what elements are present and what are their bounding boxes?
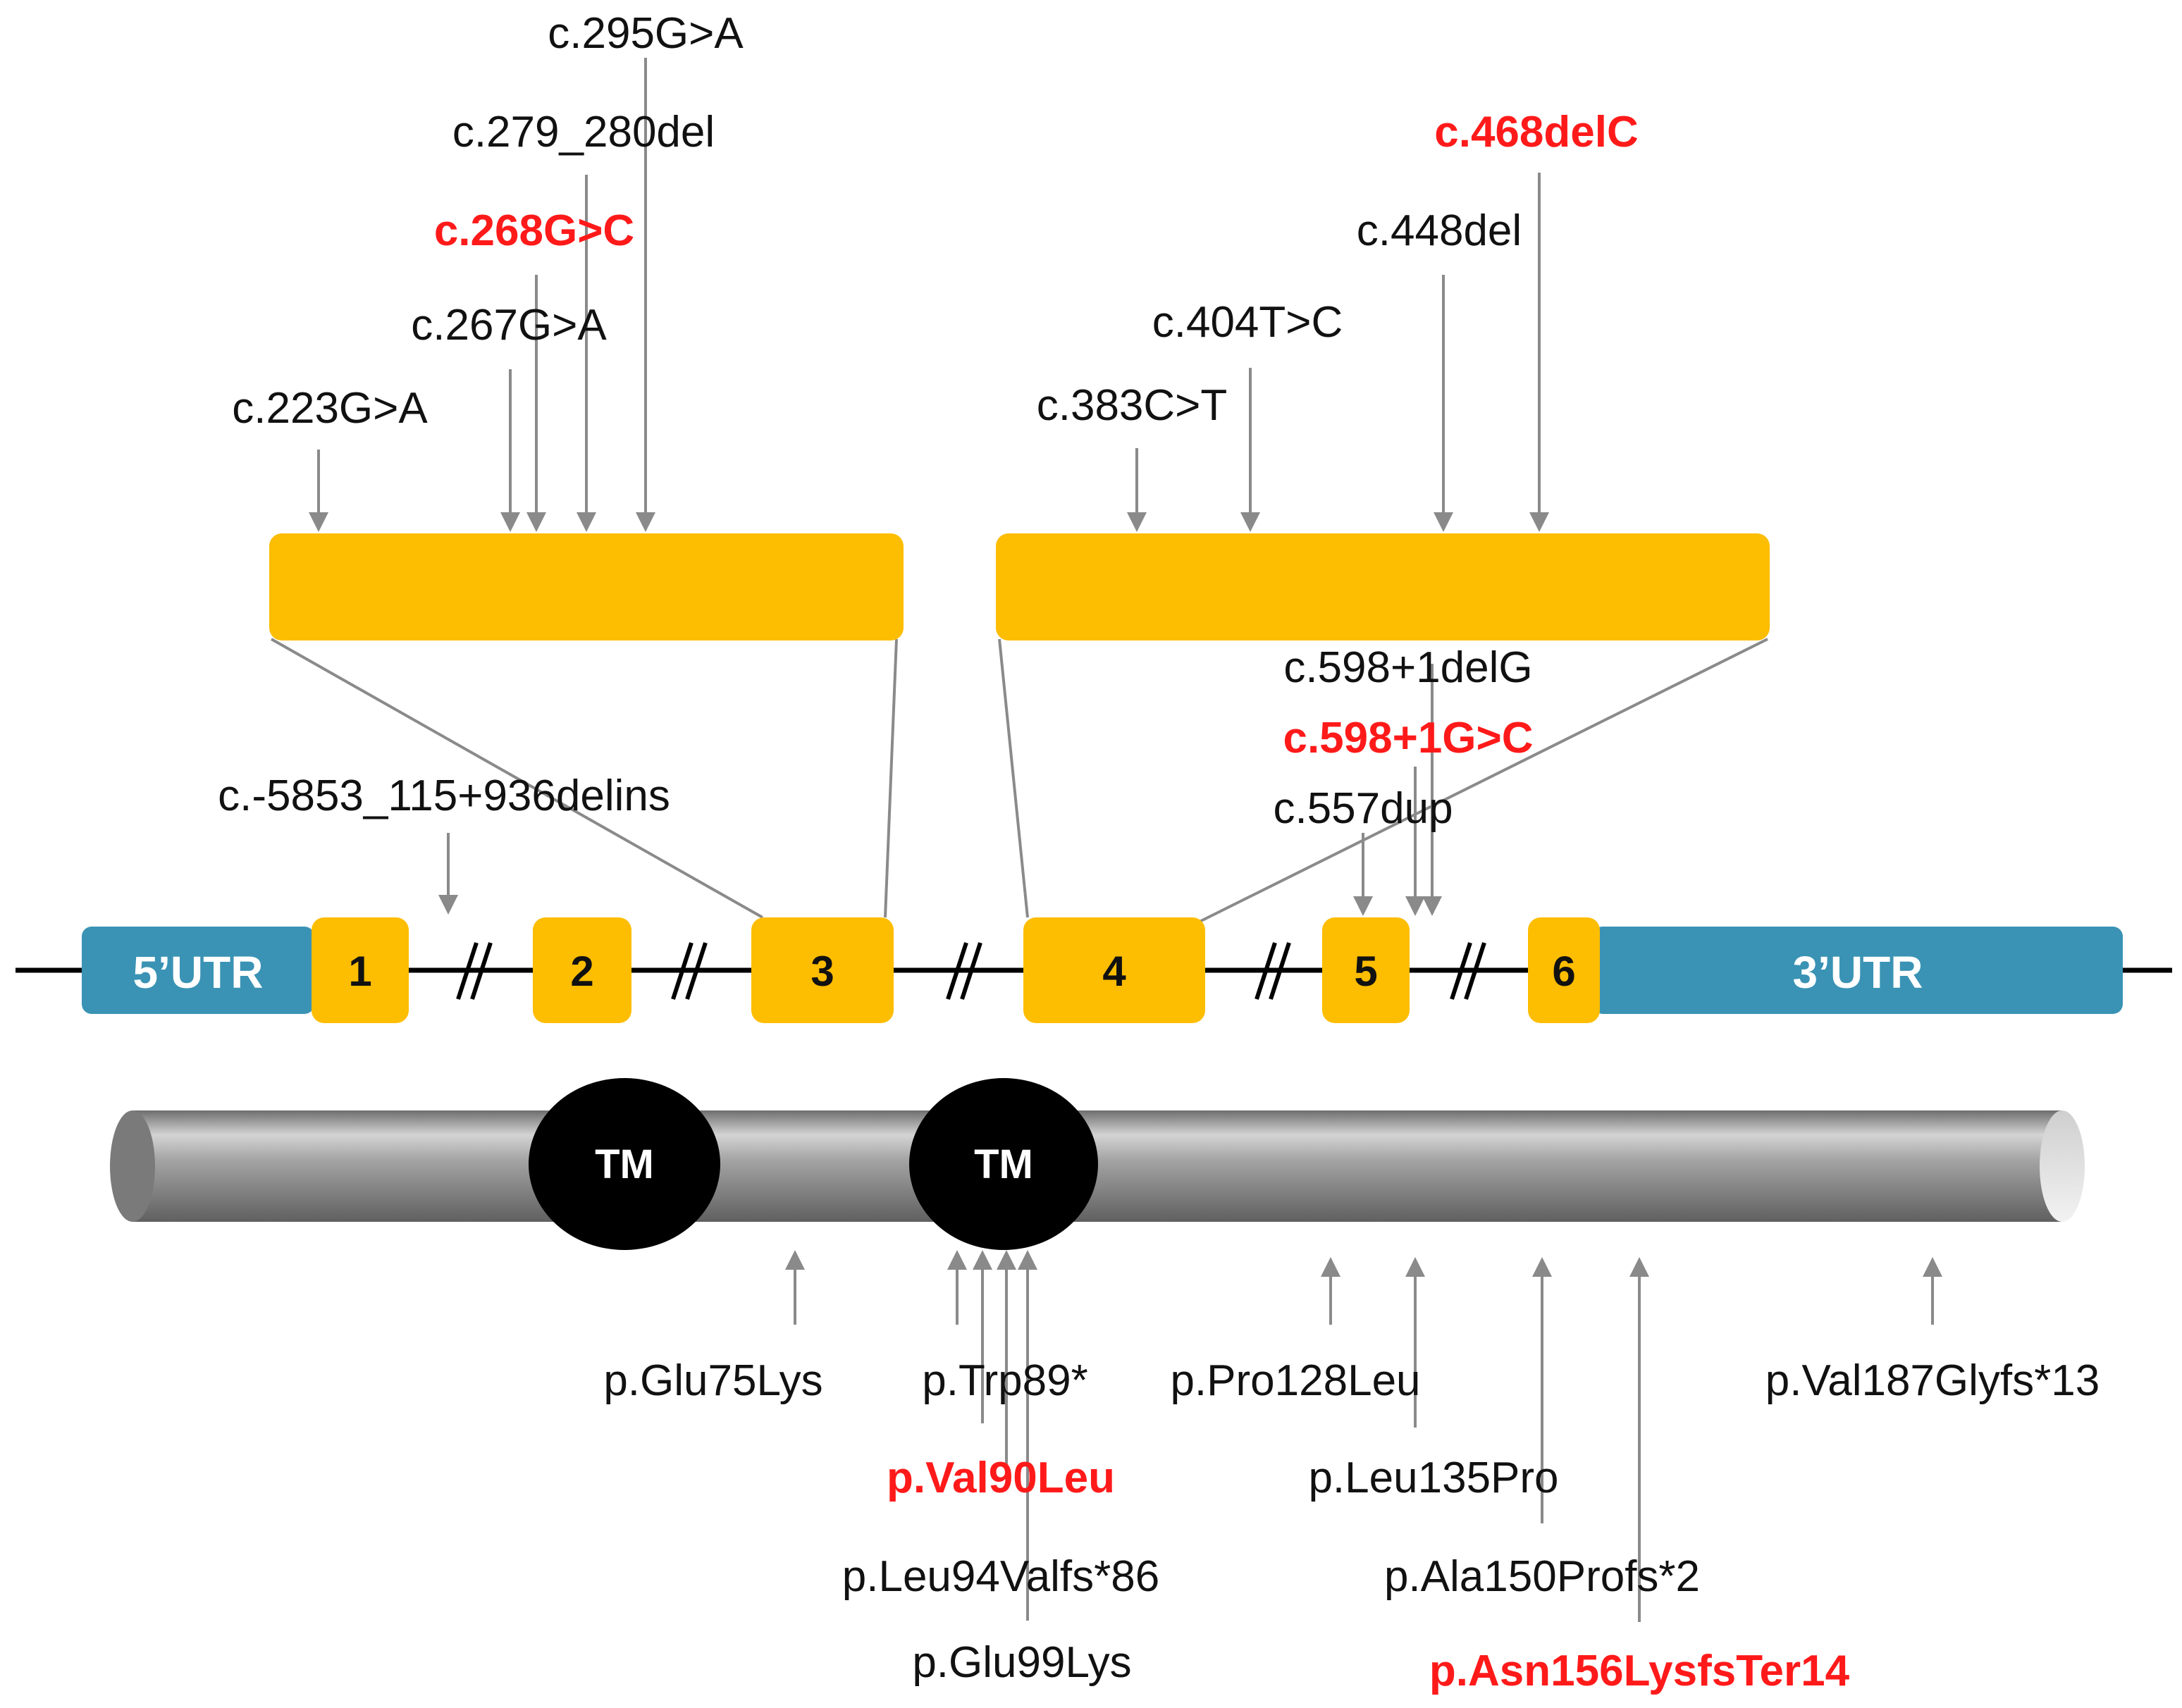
utr-5-label: 5’UTR: [133, 947, 264, 998]
exon-5: [1322, 917, 1410, 1023]
variant-label: p.Leu135Pro: [1308, 1454, 1558, 1502]
zoom-line: [1199, 638, 1768, 923]
variant-label: c.468delC: [1434, 108, 1639, 156]
exon-4-label: 4: [1102, 948, 1126, 995]
variant-label: c.383C>T: [1037, 381, 1228, 430]
zoom-line: [884, 638, 898, 918]
intron-breaks: [456, 942, 1486, 1000]
tm-domain-1: [529, 1078, 720, 1250]
tm-domain-2: [909, 1078, 1098, 1250]
variant-label: p.Trp89*: [922, 1356, 1088, 1405]
tm-domain-2-label: TM: [974, 1141, 1033, 1187]
exon-4: [1023, 917, 1205, 1023]
exon-2: [533, 917, 631, 1023]
utr-3-box: [1593, 927, 2123, 1014]
exon-6: [1528, 917, 1600, 1023]
zoom-lines: [271, 638, 1768, 923]
variant-label: p.Ala150Profs*2: [1384, 1552, 1700, 1601]
exon-2-label: 2: [570, 948, 593, 995]
variant-label: p.Glu99Lys: [912, 1638, 1131, 1687]
exon3-zoom-bar: [269, 533, 904, 640]
variant-label: p.Glu75Lys: [603, 1356, 822, 1405]
variant-label: p.Pro128Leu: [1170, 1356, 1420, 1405]
variant-label: c.223G>A: [232, 384, 428, 433]
variant-label: p.Val90Leu: [887, 1454, 1115, 1502]
exon4-zoom-bar: [996, 533, 1770, 640]
variant-label: c.448del: [1357, 206, 1522, 255]
variant-label: p.Val187Glyfs*13: [1765, 1356, 2100, 1405]
zoom-line: [271, 638, 763, 919]
variant-label: p.Asn156LysfsTer14: [1429, 1647, 1850, 1695]
exon-3-label: 3: [810, 948, 834, 995]
variant-label: c.557dup: [1273, 784, 1453, 833]
variant-label: c.267G>A: [411, 301, 607, 349]
protein-arrows: [785, 1250, 1942, 1622]
variant-label: c.598+1G>C: [1283, 714, 1533, 762]
tm-domain-1-label: TM: [595, 1141, 654, 1187]
variant-label: c.279_280del: [452, 108, 715, 156]
variant-label: c.404T>C: [1152, 298, 1343, 347]
cdna-arrows: [309, 58, 1549, 916]
exon-3: [751, 917, 894, 1023]
variant-label: c.295G>A: [548, 9, 744, 58]
variant-label: c.598+1delG: [1283, 643, 1532, 692]
exon-1: [312, 917, 409, 1023]
zoom-line: [998, 638, 1029, 918]
exon-5-label: 5: [1354, 948, 1377, 995]
utr-3-label: 3’UTR: [1793, 947, 1923, 998]
variant-label: c.268G>C: [434, 206, 634, 255]
variant-label: c.-5853_115+936delins: [218, 772, 670, 820]
utr-5-box: [82, 927, 314, 1014]
exon-1-label: 1: [348, 948, 371, 995]
variant-label: p.Leu94Valfs*86: [842, 1552, 1159, 1601]
exon-6-label: 6: [1552, 948, 1575, 995]
